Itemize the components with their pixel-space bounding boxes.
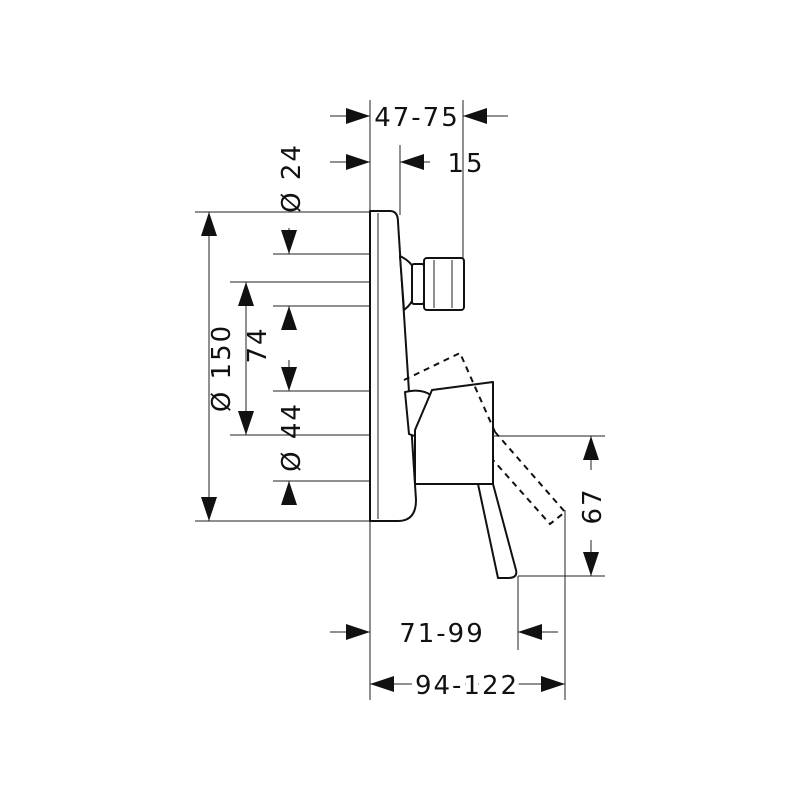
- outlet-offset-label: 15: [447, 149, 484, 179]
- wall-depth-label: 47-75: [374, 103, 460, 133]
- overall-projection-label: 94-122: [415, 671, 519, 701]
- handle-diameter-dimension: [281, 360, 297, 505]
- plate-diameter-dimension: [201, 212, 217, 521]
- plate-diameter-label: Ø 150: [207, 324, 237, 412]
- outlet-diameter-label: Ø 24: [277, 143, 307, 213]
- cover-plate: [369, 210, 417, 522]
- handle-diameter-label: Ø 44: [277, 402, 307, 472]
- wall-depth-dimension: [330, 108, 508, 124]
- handle-drop-dimension: [583, 436, 599, 576]
- handle-projection-label: 71-99: [399, 619, 485, 649]
- outlet-diameter-dimension: [281, 228, 297, 330]
- diverter-knob: [399, 255, 465, 311]
- handle-alternate-position: [403, 351, 567, 526]
- center-distance-label: 74: [243, 326, 273, 363]
- outlet-offset-dimension: [330, 154, 430, 170]
- overall-projection-dimension: [370, 676, 565, 692]
- mixer-handle: [404, 381, 518, 579]
- center-distance-dimension: [238, 282, 254, 435]
- handle-projection-dimension: [330, 624, 558, 640]
- handle-drop-label: 67: [578, 487, 608, 524]
